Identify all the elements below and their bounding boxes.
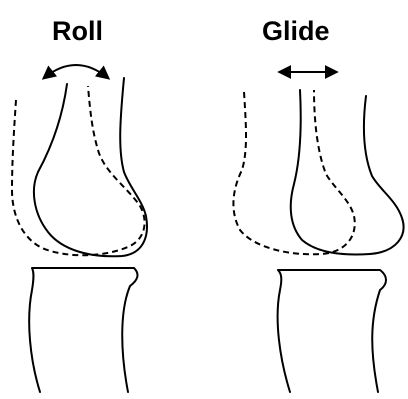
glide-panel: Glide (233, 16, 403, 392)
femur-outline-dashed (12, 86, 145, 255)
glide-label: Glide (262, 16, 330, 46)
roll-label: Roll (52, 16, 103, 46)
femur-outline-dashed (233, 90, 354, 254)
curved-double-arrow-icon (44, 65, 108, 78)
roll-panel: Roll (12, 16, 147, 392)
tibia-outline (278, 270, 386, 392)
tibia-outline (29, 268, 137, 392)
femur-outline-solid (291, 90, 404, 254)
